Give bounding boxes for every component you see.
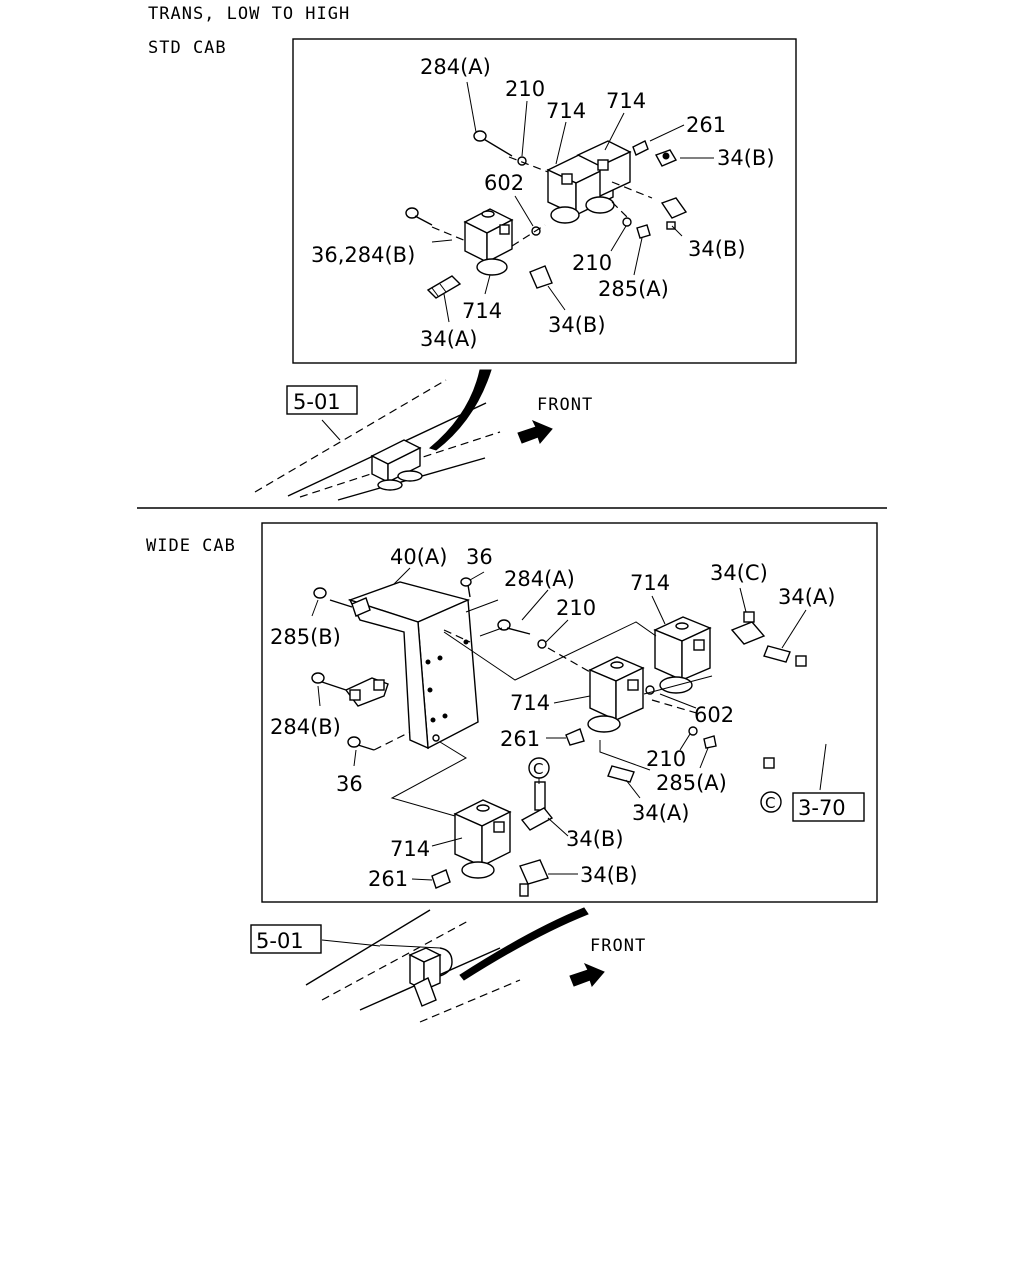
wide-callout-261a: 261 [500, 727, 540, 751]
std-callout-34a: 34(A) [420, 327, 477, 351]
wide-fitting-34a-right [763, 645, 791, 663]
wide-ref-box [250, 924, 322, 954]
std-ref-box-label: 5-01 [293, 390, 341, 414]
std-callout-34b-b: 34(B) [688, 237, 746, 261]
wide-bolt-285b [313, 587, 353, 608]
wide-cab-detail-frame [261, 522, 878, 903]
wide-callout-714a: 714 [630, 571, 670, 595]
wide-callout-34b-a: 34(B) [566, 827, 624, 851]
wide-washer-210 [537, 639, 547, 649]
wide-circle-ref-bottom [760, 791, 782, 813]
std-callout-714c: 714 [462, 299, 502, 323]
std-nut-285a [636, 224, 651, 239]
wide-callout-36a: 36 [466, 545, 493, 569]
wide-callout-36b: 36 [336, 772, 363, 796]
std-cab-detail-frame [292, 38, 797, 364]
std-callout-34b-c: 34(B) [548, 313, 606, 337]
wide-front-label: FRONT [590, 936, 646, 956]
wide-callout-210b: 210 [646, 747, 686, 771]
std-callout-714a: 714 [546, 99, 586, 123]
wide-callout-285a: 285(A) [656, 771, 727, 795]
std-plug-261 [632, 140, 649, 156]
wide-callout-285b: 285(B) [270, 625, 341, 649]
wide-bolt-284a [497, 619, 531, 635]
wide-callout-34c: 34(C) [710, 561, 768, 585]
wide-valve-right [653, 616, 712, 694]
std-callout-210b: 210 [572, 251, 612, 275]
wide-callout-210a: 210 [556, 596, 596, 620]
wide-callout-34a-b: 34(A) [632, 801, 689, 825]
std-callout-602: 602 [484, 171, 524, 195]
std-callout-284a: 284(A) [420, 55, 491, 79]
wide-callout-34b-b: 34(B) [580, 863, 638, 887]
diagram-title: TRANS, LOW TO HIGH [148, 4, 351, 24]
std-washer-210 [517, 156, 527, 166]
wide-bracket-40a [344, 581, 479, 750]
std-front-label: FRONT [537, 395, 593, 415]
std-fitting-34b-top [654, 149, 678, 167]
std-callout-714b: 714 [606, 89, 646, 113]
wide-fitting-34a-lower [607, 765, 635, 783]
std-double-valve [546, 140, 632, 224]
wide-pipe-ref-box [792, 792, 865, 822]
std-bolt-36 [405, 207, 433, 226]
wide-cab-heading: WIDE CAB [146, 536, 236, 556]
wide-cab-location-sketch [305, 907, 589, 1023]
std-front-arrow [517, 420, 553, 444]
std-fitting-34b-bottom [529, 265, 553, 289]
wide-fitting-34b-upper [520, 781, 554, 831]
wide-callout-261b: 261 [368, 867, 408, 891]
wide-bolt-36-lower [347, 736, 375, 751]
wide-callout-284a: 284(A) [504, 567, 575, 591]
wide-pipe-ref-label: 3-70 [798, 796, 846, 820]
wide-nut-285a [703, 735, 717, 749]
wide-front-arrow [569, 963, 605, 987]
wide-valve-lower [453, 799, 512, 879]
std-fitting-34a [426, 275, 462, 299]
std-callout-261: 261 [686, 113, 726, 137]
wide-callout-34a-a: 34(A) [778, 585, 835, 609]
wide-circle-ref-top-label: C [533, 760, 543, 778]
wide-circle-ref-bottom-label: C [765, 794, 775, 812]
wide-fitting-34c [730, 611, 766, 645]
wide-washer-210b [688, 726, 698, 736]
wide-plug-261 [565, 728, 585, 746]
wide-bolt-36-upper [460, 577, 472, 598]
std-bolt-284a [473, 130, 513, 157]
wide-callout-714b: 714 [510, 691, 550, 715]
std-ref-box [286, 385, 358, 415]
wide-callout-40a: 40(A) [390, 545, 447, 569]
std-callout-36-284b: 36,284(B) [311, 243, 415, 267]
std-callout-210: 210 [505, 77, 545, 101]
wide-ref-box-label: 5-01 [256, 929, 304, 953]
std-fitting-34b-right [660, 197, 688, 230]
wide-plug-261b [431, 869, 451, 889]
wide-bolt-284b [311, 672, 347, 691]
wide-valve-middle [587, 656, 645, 733]
std-washer-210b [622, 217, 632, 227]
wide-callout-284b: 284(B) [270, 715, 341, 739]
std-cab-heading: STD CAB [148, 38, 227, 58]
std-callout-285a: 285(A) [598, 277, 669, 301]
wide-callout-602: 602 [694, 703, 734, 727]
std-callout-34b-a: 34(B) [717, 146, 775, 170]
wide-fitting-34b-lower [519, 859, 549, 897]
std-cab-location-sketch [254, 369, 501, 501]
wide-callout-714c: 714 [390, 837, 430, 861]
std-single-valve [463, 208, 514, 276]
